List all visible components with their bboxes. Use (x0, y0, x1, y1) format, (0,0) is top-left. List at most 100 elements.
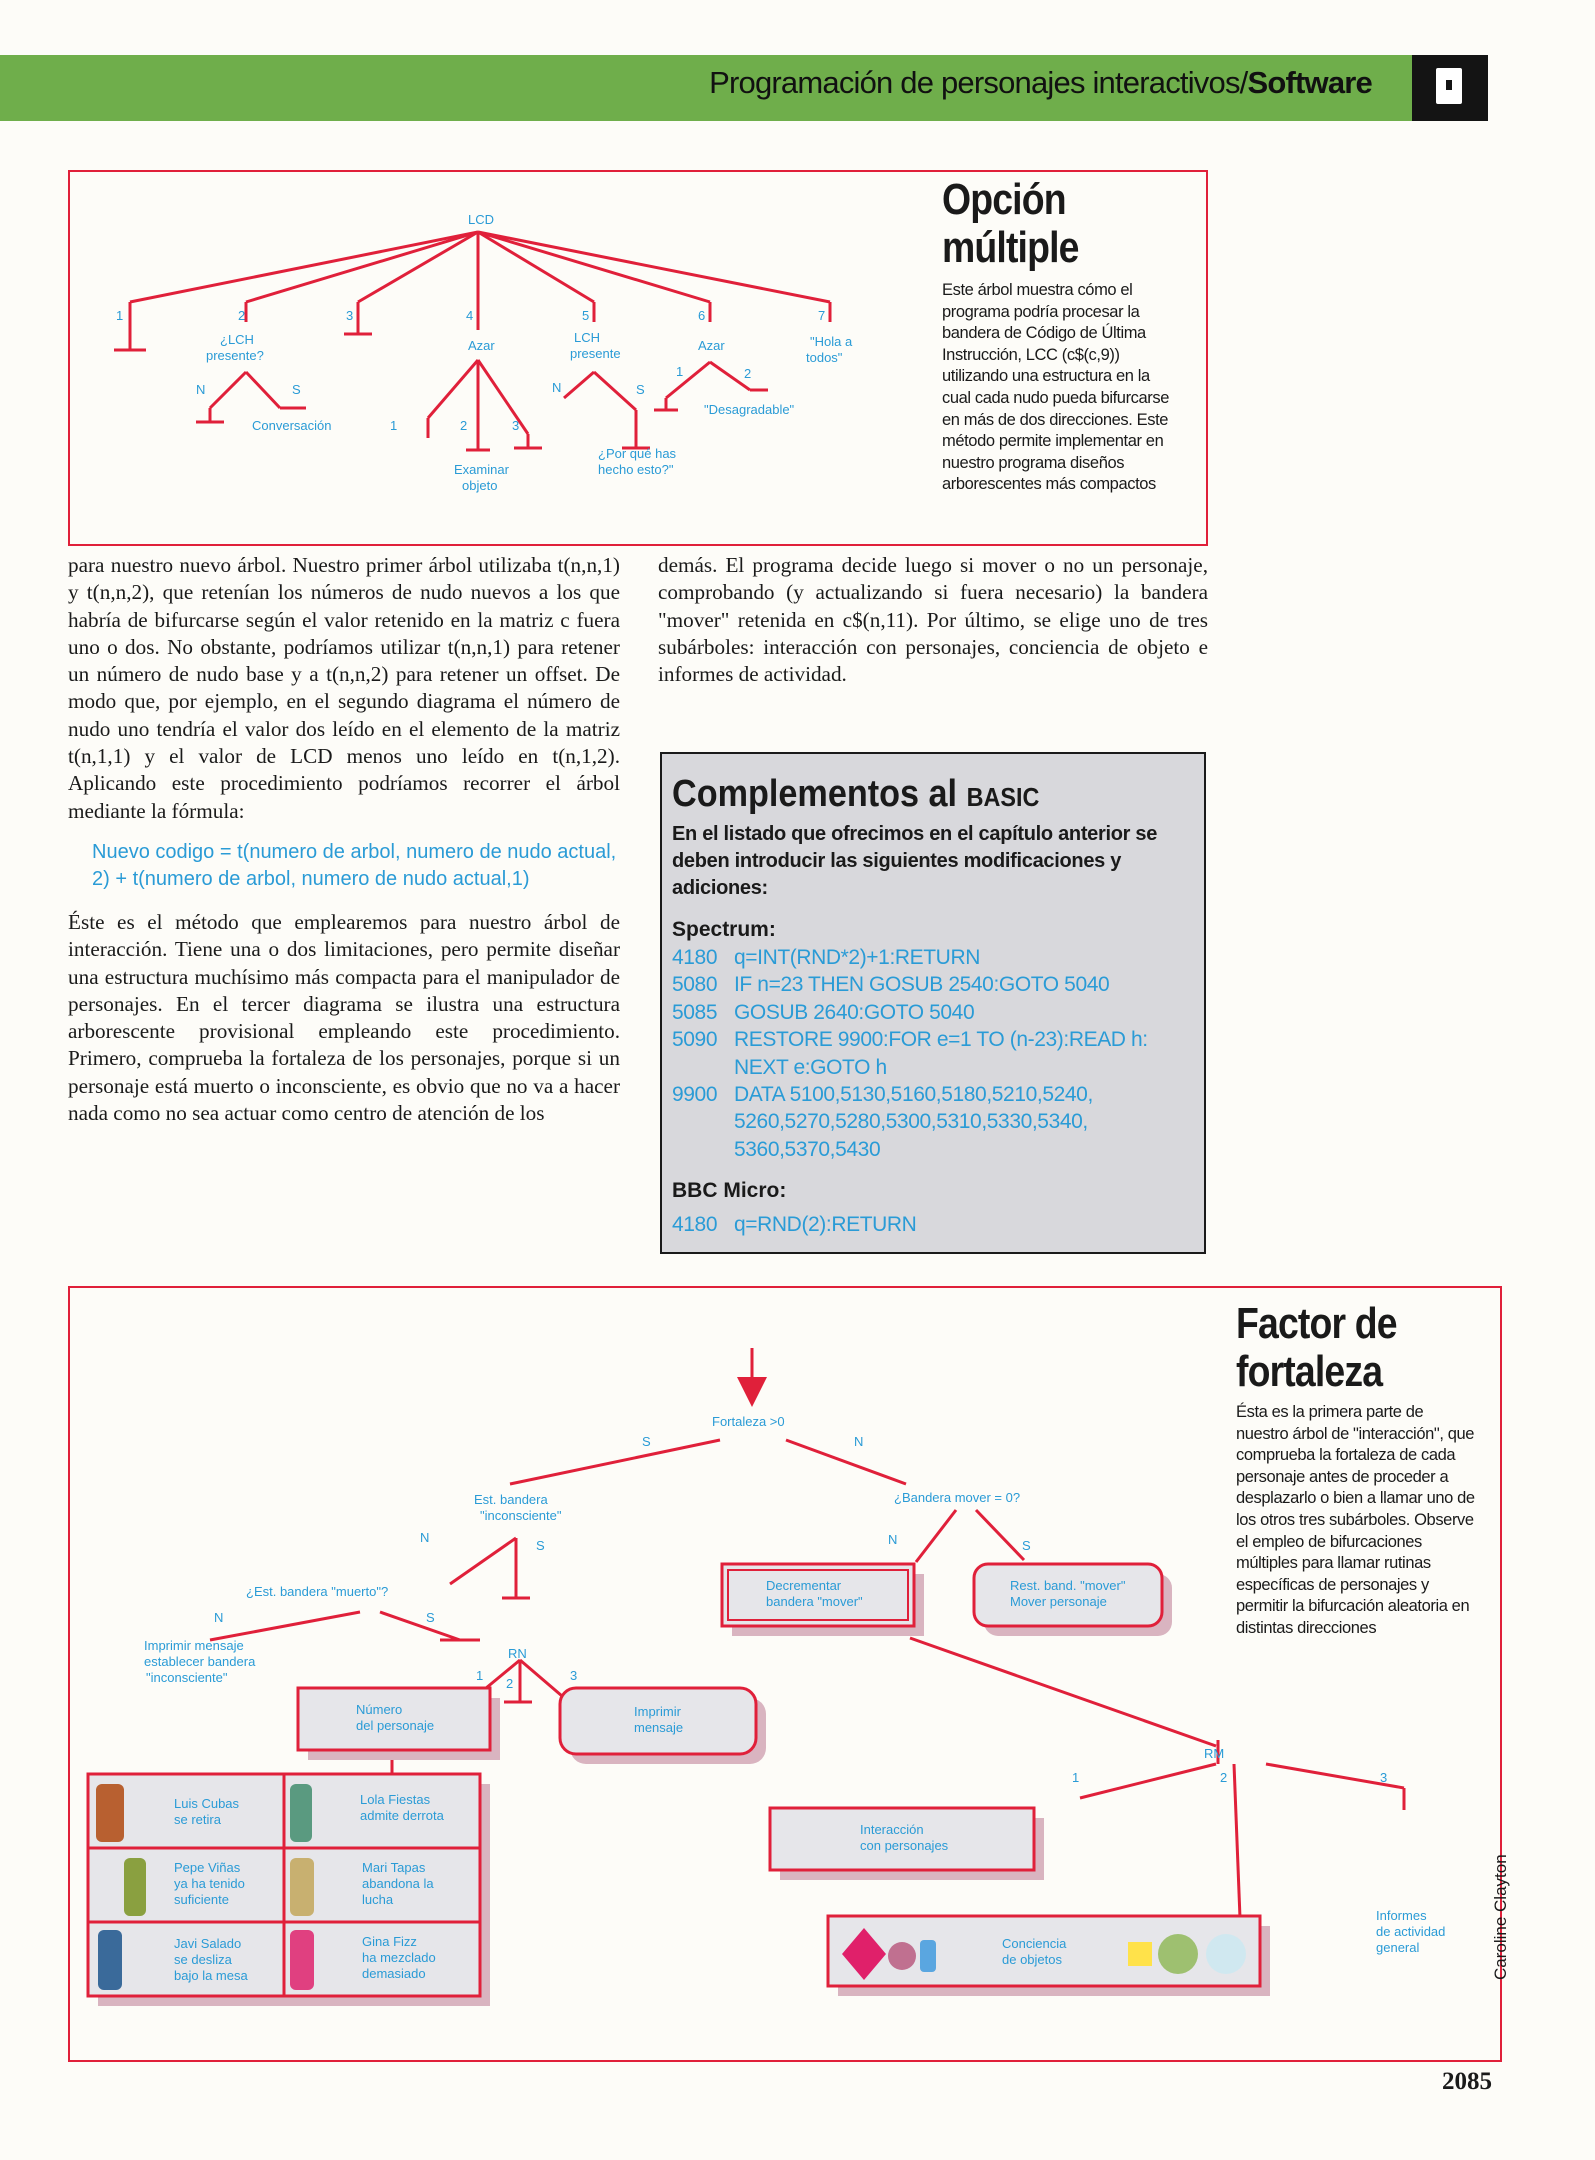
ball-icon (1158, 1934, 1198, 1974)
node-lch-question-2: presente? (206, 348, 264, 363)
node-7: 7 (818, 308, 825, 323)
interaccion-1: Interacción (860, 1822, 924, 1837)
decrementar-1: Decrementar (766, 1578, 842, 1593)
node-est-muerto: ¿Est. bandera "muerto"? (246, 1584, 388, 1599)
imprimir-1: Imprimir (634, 1704, 682, 1719)
node-1: 1 (116, 308, 123, 323)
node-informes-3: general (1376, 1940, 1419, 1955)
node-desagradable: "Desagradable" (704, 402, 795, 417)
header-title: Programación de personajes interactivos/… (709, 65, 1373, 100)
bottle-icon (920, 1940, 936, 1972)
panel-title: Complementos al BASIC (672, 773, 1040, 815)
node-imprimir-3: "inconsciente" (146, 1670, 228, 1685)
node-si-a: S (292, 382, 301, 397)
char-mari-3: lucha (362, 1892, 394, 1907)
node-imprimir-2: establecer bandera (144, 1654, 256, 1669)
node-3: 3 (346, 308, 353, 323)
node-fortaleza: Fortaleza >0 (712, 1414, 785, 1429)
node-rm-1: 1 (1072, 1770, 1079, 1785)
node-hola-1: "Hola a (810, 334, 853, 349)
gem-icon (888, 1942, 916, 1970)
node-no-b: N (552, 380, 561, 395)
node-n-1: N (854, 1434, 863, 1449)
node-5: 5 (582, 308, 589, 323)
rest-band-1: Rest. band. "mover" (1010, 1578, 1126, 1593)
rest-band-2: Mover personaje (1010, 1594, 1107, 1609)
figure-opcion-multiple: LCD 1 2 3 4 5 6 7 ¿LCH presente? Azar LC… (68, 170, 1208, 546)
red-diamond-icon (842, 1928, 886, 1980)
char-gina-2: ha mezclado (362, 1950, 436, 1965)
node-lch-2: presente (570, 346, 621, 361)
node-azar-1-branch-3: 3 (512, 418, 519, 433)
numero-2: del personaje (356, 1718, 434, 1733)
formula-code: Nuevo codigo = t(numero de arbol, numero… (92, 840, 617, 890)
photo-credit: Caroline Clayton (1491, 1854, 1510, 1980)
node-s-4: S (426, 1610, 435, 1625)
character-javi-icon (98, 1930, 122, 1990)
code-line: 5360,5370,5430 (734, 1137, 881, 1161)
char-pepe-2: ya ha tenido (174, 1876, 245, 1891)
node-azar-1-branch-1: 1 (390, 418, 397, 433)
character-gina-icon (290, 1930, 314, 1990)
node-rm: RM (1204, 1746, 1224, 1761)
node-rn: RN (508, 1646, 527, 1661)
char-gina-3: demasiado (362, 1966, 426, 1981)
node-azar-2-branch-2: 2 (744, 366, 751, 381)
node-6: 6 (698, 308, 705, 323)
char-pepe-3: suficiente (174, 1892, 229, 1907)
node-azar-1-branch-2: 2 (460, 418, 467, 433)
decrementar-2: bandera "mover" (766, 1594, 863, 1609)
character-pepe-icon (124, 1858, 146, 1916)
character-luis-icon (96, 1784, 124, 1842)
node-s-2: S (536, 1538, 545, 1553)
char-javi-1: Javi Salado (174, 1936, 241, 1951)
figure1-caption: Este árbol muestra cómo el programa podr… (942, 281, 1170, 494)
char-luis-1: Luis Cubas (174, 1796, 240, 1811)
node-lch-question-1: ¿LCH (220, 332, 254, 347)
char-mari-1: Mari Tapas (362, 1860, 426, 1875)
interaccion-2: con personajes (860, 1838, 949, 1853)
bbc-heading: BBC Micro: (672, 1179, 787, 1203)
node-azar-2: Azar (698, 338, 725, 353)
conciencia-2: de objetos (1002, 1952, 1062, 1967)
glass-icon (1206, 1934, 1246, 1974)
node-no-a: N (196, 382, 205, 397)
char-luis-2: se retira (174, 1812, 222, 1827)
conciencia-1: Conciencia (1002, 1936, 1067, 1951)
node-porque-1: ¿Por qué has (598, 446, 677, 461)
node-conversacion: Conversación (252, 418, 332, 433)
body-right-column: demás. El programa decide luego si mover… (658, 552, 1208, 700)
node-2: 2 (238, 308, 245, 323)
node-lch-1: LCH (574, 330, 600, 345)
node-est-inconsciente-2: "inconsciente" (480, 1508, 562, 1523)
node-s-3: S (1022, 1538, 1031, 1553)
node-n-2: N (420, 1530, 429, 1545)
char-mari-2: abandona la (362, 1876, 434, 1891)
spectrum-heading: Spectrum: (672, 918, 776, 941)
header-bar: Programación de personajes interactivos/… (0, 55, 1412, 121)
node-4: 4 (466, 308, 473, 323)
node-azar-2-branch-1: 1 (676, 364, 683, 379)
node-informes-2: de actividad (1376, 1924, 1445, 1939)
node-rm-3: 3 (1380, 1770, 1387, 1785)
code-line: NEXT e:GOTO h (734, 1055, 887, 1079)
node-examinar-1: Examinar (454, 462, 510, 477)
floppy-disk-icon (1436, 68, 1462, 104)
node-bandera-mover: ¿Bandera mover = 0? (894, 1490, 1020, 1505)
body-paragraph: Éste es el método que emplearemos para n… (68, 909, 620, 1126)
tree-diagram-lcd: LCD 1 2 3 4 5 6 7 ¿LCH presente? Azar LC… (114, 212, 853, 493)
basic-complements-panel: Complementos al BASIC En el listado que … (660, 752, 1206, 1254)
character-figures (96, 1784, 314, 1990)
node-rn-2: 2 (506, 1676, 513, 1691)
node-hola-2: todos" (806, 350, 843, 365)
code-line: 5260,5270,5280,5300,5310,5330,5340, (734, 1110, 1088, 1134)
cheese-icon (1128, 1942, 1152, 1966)
node-rn-3: 3 (570, 1668, 577, 1683)
